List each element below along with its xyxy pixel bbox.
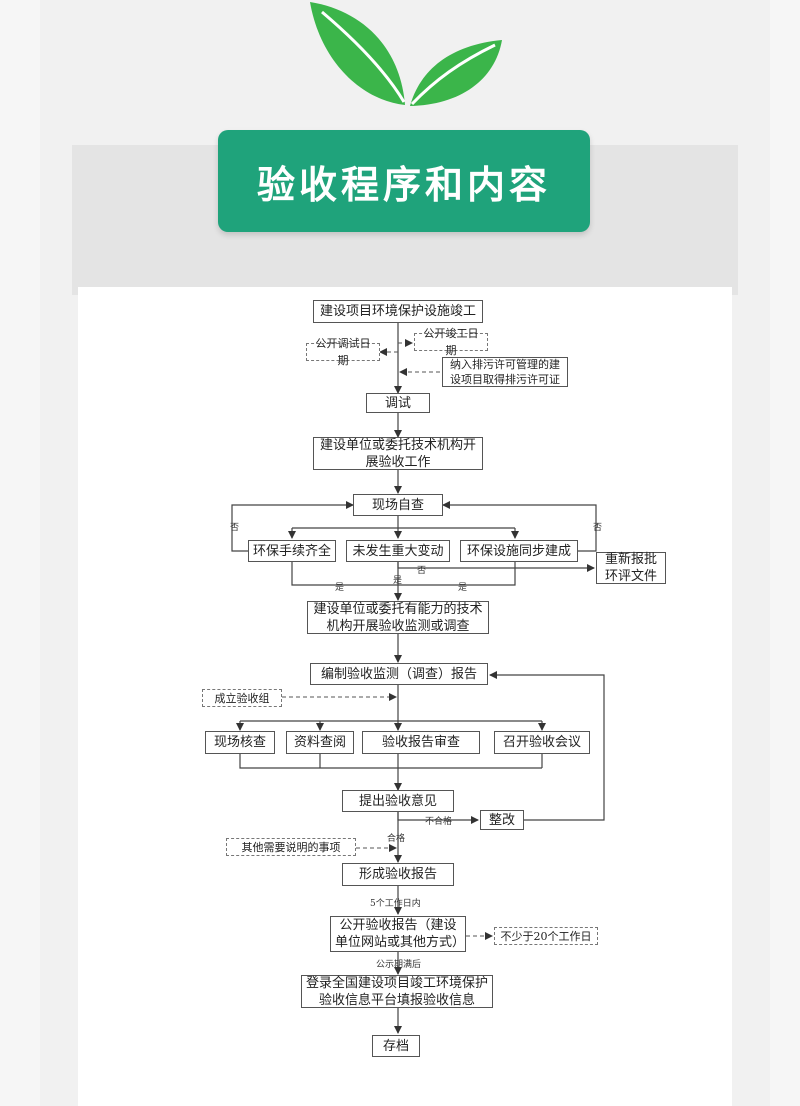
node-form-acceptance-team: 成立验收组 — [202, 689, 282, 707]
node-start-acceptance-work: 建设单位或委托技术机构开展验收工作 — [313, 437, 483, 470]
node-hold-meeting: 召开验收会议 — [494, 731, 590, 754]
node-report-review: 验收报告审查 — [362, 731, 480, 754]
title-banner: 验收程序和内容 — [218, 130, 590, 232]
node-site-self-check: 现场自查 — [353, 494, 443, 516]
label-pass: 合格 — [387, 834, 406, 844]
node-construction-complete: 建设项目环境保护设施竣工 — [313, 300, 483, 323]
node-publish-completion-date: 公开竣工日期 — [414, 327, 488, 357]
node-min-20-days: 不少于20个工作日 — [494, 927, 598, 945]
node-publish-test-date: 公开调试日期 — [306, 337, 380, 367]
flowchart-paper — [78, 287, 732, 1106]
label-yes-mid: 是 — [393, 576, 403, 586]
label-within-5-days: 5个工作日内 — [370, 899, 421, 909]
node-acceptance-monitoring: 建设单位或委托有能力的技术机构开展验收监测或调查 — [307, 601, 489, 634]
label-yes-left: 是 — [335, 583, 345, 593]
label-fail: 不合格 — [425, 817, 453, 827]
node-platform-registration: 登录全国建设项目竣工环境保护验收信息平台填报验收信息 — [301, 975, 493, 1008]
node-acceptance-opinion: 提出验收意见 — [342, 790, 454, 812]
node-archive: 存档 — [372, 1035, 420, 1057]
node-debugging: 调试 — [366, 393, 430, 413]
page-title: 验收程序和内容 — [256, 162, 551, 207]
node-rectification: 整改 — [480, 810, 524, 830]
node-no-major-change: 未发生重大变动 — [346, 540, 450, 562]
node-site-verification: 现场核查 — [205, 731, 275, 754]
label-no-left: 否 — [230, 523, 240, 533]
node-env-procedures-complete: 环保手续齐全 — [248, 540, 336, 562]
node-resubmit-eia: 重新报批环评文件 — [596, 552, 666, 584]
label-after-publicity: 公示期满后 — [376, 960, 422, 970]
node-document-review: 资料查阅 — [286, 731, 354, 754]
label-no-mid: 否 — [417, 566, 427, 576]
label-yes-right: 是 — [458, 583, 468, 593]
left-margin — [0, 0, 40, 1106]
node-publish-report: 公开验收报告（建设单位网站或其他方式） — [330, 916, 466, 952]
label-no-right: 否 — [593, 523, 603, 533]
node-facilities-built-simultaneously: 环保设施同步建成 — [460, 540, 578, 562]
node-form-acceptance-report: 形成验收报告 — [342, 863, 454, 886]
node-pollution-permit: 纳入排污许可管理的建设项目取得排污许可证 — [442, 357, 568, 387]
node-compile-report: 编制验收监测（调查）报告 — [310, 663, 488, 685]
right-margin — [770, 0, 800, 1106]
node-other-matters: 其他需要说明的事项 — [226, 838, 356, 856]
green-leaf-icon — [310, 2, 502, 106]
